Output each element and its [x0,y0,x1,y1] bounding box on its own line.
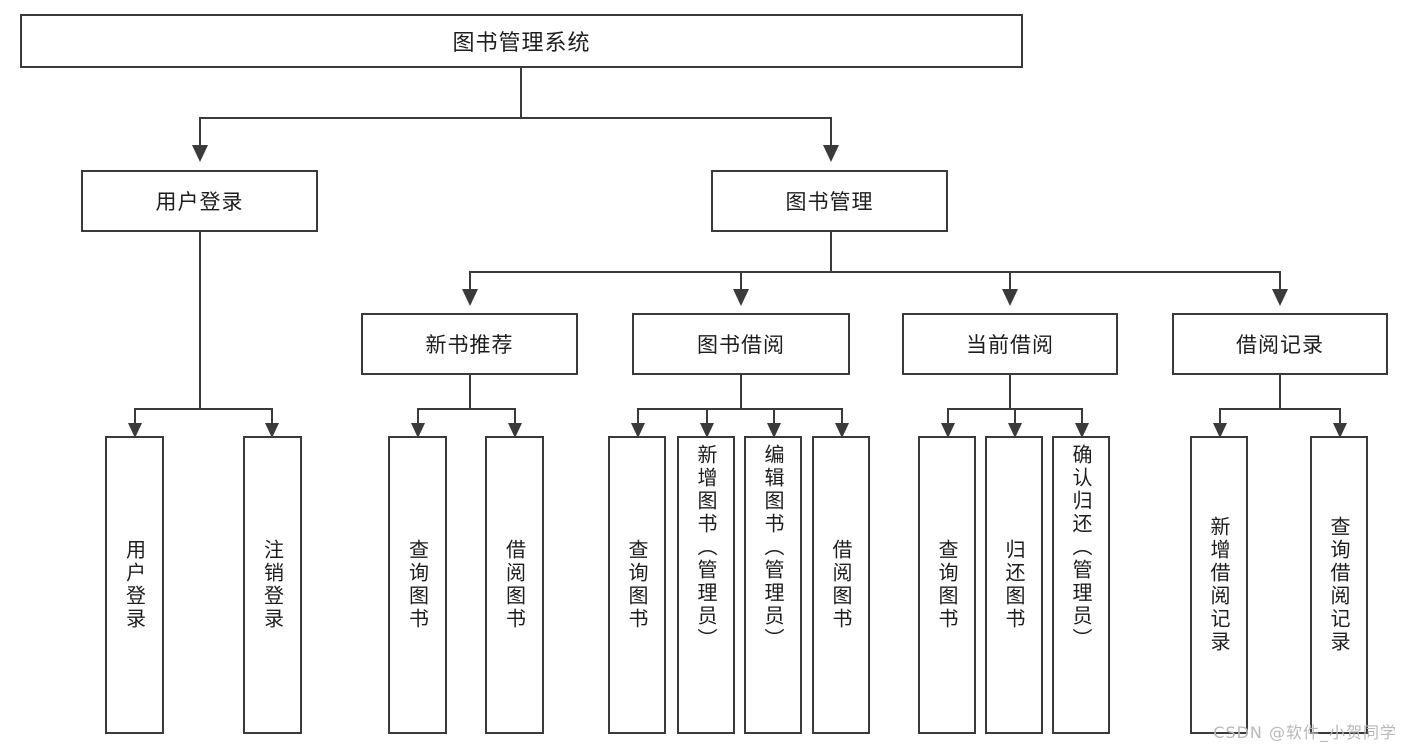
node-label: 图书管理系统 [452,31,591,56]
arrow-to-borrow-record [1272,289,1288,306]
connector-bb-drop-3 [773,408,775,428]
connector-current-borrow-stem [1009,375,1011,409]
arrow-to-leaf-add-record [1213,423,1227,438]
arrow-to-book-borrow [733,289,749,306]
node-leaf-add-book-admin[interactable]: 新增图书（管理员） [677,436,735,734]
node-book-management-system[interactable]: 图书管理系统 [20,14,1023,68]
connector-book-management-stem [830,232,832,272]
node-book-management[interactable]: 图书管理 [711,170,948,232]
node-label: 编辑图书（管理员） [761,444,785,651]
connector-user-login-drop-2 [271,408,273,428]
node-label: 图书借阅 [697,333,785,357]
node-label: 查询图书 [405,539,430,631]
node-label: 当前借阅 [966,333,1054,357]
arrow-to-book-management [823,145,839,162]
connector-book-borrow-stem [740,375,742,409]
node-new-book-recommend[interactable]: 新书推荐 [361,313,578,375]
connector-nbr-drop-2 [514,408,516,428]
node-leaf-return-book[interactable]: 归还图书 [985,436,1043,734]
node-label: 新增图书（管理员） [694,444,718,651]
connector-cb-drop-3 [1081,408,1083,428]
connector-br-drop-1 [1219,408,1221,428]
node-leaf-query-borrow-record[interactable]: 查询借阅记录 [1310,436,1368,734]
node-label: 注销登录 [260,539,285,631]
node-label: 用户登录 [122,539,147,631]
arrow-to-leaf-user-login [128,423,142,438]
node-label: 借阅图书 [829,539,853,631]
connector-br-drop-2 [1339,408,1341,428]
connector-new-book-recommend-bus [417,408,515,410]
connector-borrow-record-bus [1219,408,1340,410]
node-leaf-query-book-current[interactable]: 查询图书 [918,436,976,734]
node-borrow-record[interactable]: 借阅记录 [1172,313,1388,375]
node-current-borrow[interactable]: 当前借阅 [902,313,1118,375]
connector-new-book-recommend-stem [469,375,471,409]
node-label: 查询图书 [625,539,649,631]
node-label: 图书管理 [785,190,874,214]
connector-cb-drop-2 [1014,408,1016,428]
node-label: 查询图书 [935,539,959,631]
node-leaf-add-borrow-record[interactable]: 新增借阅记录 [1190,436,1248,734]
connector-borrow-record-stem [1279,375,1281,409]
arrow-to-leaf-add-book-admin [700,423,714,438]
node-book-borrow[interactable]: 图书借阅 [632,313,850,375]
node-label: 借阅记录 [1236,333,1324,357]
connector-bb-drop-1 [637,408,639,428]
connector-user-login-stem [199,232,201,410]
node-leaf-query-book-borrow[interactable]: 查询图书 [608,436,666,734]
node-leaf-confirm-return-admin[interactable]: 确认归还（管理员） [1052,436,1110,734]
connector-user-login-bus [134,408,272,410]
node-label: 新增借阅记录 [1207,516,1231,654]
node-label: 查询借阅记录 [1327,516,1351,654]
arrow-to-leaf-query-record [1333,423,1347,438]
connector-bb-drop-4 [841,408,843,428]
node-leaf-logout[interactable]: 注销登录 [243,436,302,734]
node-label: 新书推荐 [425,333,514,357]
node-leaf-edit-book-admin[interactable]: 编辑图书（管理员） [744,436,802,734]
arrow-to-leaf-query-book-1 [411,423,425,438]
connector-level3-drop-1 [469,271,471,291]
node-leaf-borrow-book-borrow[interactable]: 借阅图书 [812,436,870,734]
connector-level3-drop-4 [1279,271,1281,291]
connector-cb-drop-1 [947,408,949,428]
arrow-to-leaf-logout [265,423,279,438]
arrow-to-current-borrow [1002,289,1018,306]
arrow-to-leaf-confirm-return-admin [1075,423,1089,438]
arrow-to-leaf-query-book-2 [631,423,645,438]
node-label: 借阅图书 [502,539,527,631]
connector-level3-drop-2 [740,271,742,291]
node-label: 用户登录 [155,190,244,214]
arrow-to-leaf-borrow-book-2 [835,423,849,438]
connector-bb-drop-2 [706,408,708,428]
node-leaf-borrow-book-recommend[interactable]: 借阅图书 [485,436,544,734]
connector-root-stem [520,68,522,118]
connector-root-drop-left [199,117,201,145]
arrow-to-user-login [192,145,208,162]
arrow-to-leaf-edit-book-admin [767,423,781,438]
node-leaf-user-login[interactable]: 用户登录 [105,436,164,734]
node-user-login[interactable]: 用户登录 [81,170,318,232]
node-label: 归还图书 [1002,539,1026,631]
connector-level3-bus [469,271,1281,273]
connector-root-drop-right [830,117,832,145]
arrow-to-leaf-borrow-book-1 [508,423,522,438]
connector-level3-drop-3 [1009,271,1011,291]
node-label: 确认归还（管理员） [1069,444,1093,651]
arrow-to-new-book-recommend [462,289,478,306]
arrow-to-leaf-query-book-3 [941,423,955,438]
connector-root-bus [199,117,831,119]
connector-nbr-drop-1 [417,408,419,428]
connector-user-login-drop-1 [134,408,136,428]
arrow-to-leaf-return-book [1008,423,1022,438]
connector-book-borrow-bus [637,408,841,410]
node-leaf-query-book-recommend[interactable]: 查询图书 [388,436,447,734]
